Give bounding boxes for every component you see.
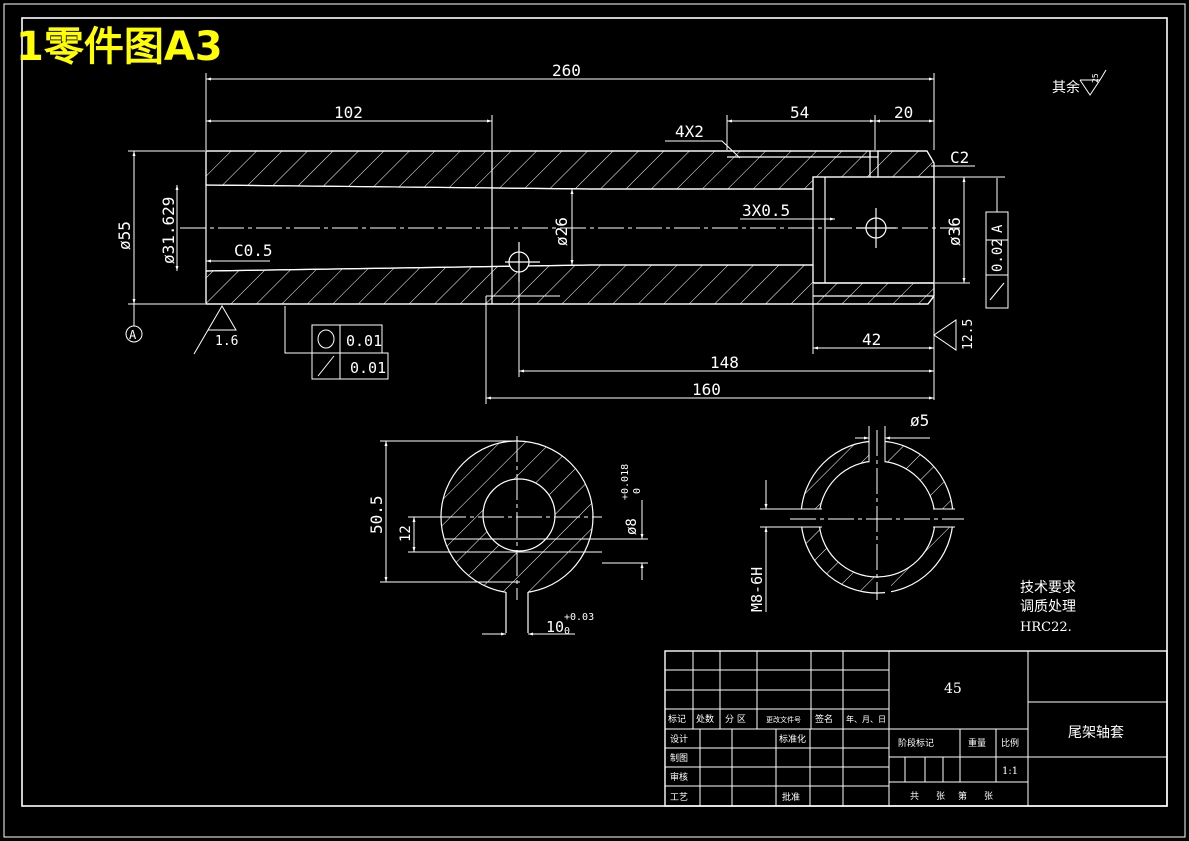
dim-42: 42 bbox=[862, 330, 881, 349]
dim-3x05: 3X0.5 bbox=[742, 201, 790, 220]
dim-10-upper: +0.03 bbox=[564, 612, 594, 623]
title-scale: 1:1 bbox=[1002, 766, 1018, 777]
role-standard: 标准化 bbox=[779, 733, 806, 745]
dim-20: 20 bbox=[894, 103, 913, 122]
dim-4x2: 4X2 bbox=[675, 122, 704, 141]
notes-heading: 技术要求 bbox=[1020, 580, 1076, 596]
label-total: 共 bbox=[910, 791, 919, 802]
label-stage: 阶段标记 bbox=[898, 737, 934, 749]
dim-160: 160 bbox=[692, 380, 721, 399]
main-view-dimensions bbox=[125, 69, 1107, 404]
technical-notes: 技术要求 调质处理 HRC22. bbox=[1020, 580, 1076, 635]
dim-o8: ø8 bbox=[624, 518, 640, 535]
role-process: 工艺 bbox=[670, 792, 688, 803]
label-no: 第 bbox=[958, 790, 967, 802]
title-part-name: 尾架轴套 bbox=[1068, 725, 1124, 741]
dim-c05: C0.5 bbox=[234, 241, 273, 260]
notes-line1: 调质处理 bbox=[1020, 599, 1076, 615]
label-mark: 标记 bbox=[668, 713, 686, 725]
label-count: 处数 bbox=[696, 713, 714, 725]
title-block-text: 45 尾架轴套 1:1 标记 处数 分 区 更改文件号 签名 年、月、日 设计 … bbox=[668, 681, 1124, 803]
main-view-labels: 260 102 54 20 4X2 C2 C0.5 3X0.5 42 148 1… bbox=[115, 61, 1100, 399]
dim-o26: ø26 bbox=[552, 217, 571, 246]
dim-102: 102 bbox=[334, 103, 363, 122]
dim-m8: M8-6H bbox=[748, 567, 766, 612]
label-doc: 更改文件号 bbox=[766, 715, 801, 724]
dim-12: 12 bbox=[398, 525, 414, 542]
dim-c2: C2 bbox=[950, 148, 969, 167]
label-sheets-2: 张 bbox=[984, 791, 993, 802]
roughness-rest-value: 25 bbox=[1091, 73, 1100, 83]
datum-a: A bbox=[129, 328, 137, 342]
roughness-rest-label: 其余 bbox=[1052, 79, 1080, 96]
label-date: 年、月、日 bbox=[846, 714, 886, 724]
dim-54: 54 bbox=[790, 103, 809, 122]
roughness-1-6: 1.6 bbox=[215, 334, 238, 349]
section-view-right bbox=[760, 426, 964, 612]
title-material: 45 bbox=[944, 681, 962, 697]
runout-value: 0.01 bbox=[350, 359, 386, 377]
dim-o55: ø55 bbox=[115, 221, 134, 250]
sheet-title: 1零件图A3 bbox=[16, 24, 223, 70]
role-draw: 制图 bbox=[670, 752, 688, 764]
section-view-left bbox=[380, 436, 648, 636]
label-sheets-1: 张 bbox=[936, 791, 945, 802]
dim-10: 10 bbox=[546, 618, 564, 636]
notes-line2: HRC22. bbox=[1020, 620, 1072, 635]
section-right-labels: ø5 M8-6H bbox=[748, 411, 929, 612]
right-runout-datum: A bbox=[990, 224, 1006, 233]
role-design: 设计 bbox=[670, 733, 688, 745]
role-approve: 批准 bbox=[782, 791, 800, 803]
dim-o8-lower: 0 bbox=[632, 488, 643, 494]
dim-o31629: ø31.629 bbox=[159, 197, 178, 264]
label-zone: 分 区 bbox=[725, 714, 746, 725]
section-left-labels: 50.5 12 ø8 +0.018 0 10 +0.03 0 bbox=[367, 464, 643, 637]
title-block bbox=[664, 650, 1168, 807]
dim-o5: ø5 bbox=[910, 411, 929, 430]
dim-148: 148 bbox=[710, 353, 739, 372]
label-sign: 签名 bbox=[815, 713, 833, 725]
role-review: 审核 bbox=[670, 771, 688, 783]
sheet-border bbox=[3, 3, 1186, 838]
dim-260: 260 bbox=[552, 61, 581, 80]
dim-50-5: 50.5 bbox=[367, 495, 386, 534]
roundness-value: 0.01 bbox=[346, 332, 382, 350]
dim-10-lower: 0 bbox=[564, 626, 570, 637]
dim-o8-upper: +0.018 bbox=[620, 464, 631, 500]
right-runout-value: 0.02 bbox=[990, 238, 1006, 272]
label-ratio: 比例 bbox=[1001, 737, 1019, 749]
roughness-12-5: 12.5 bbox=[961, 319, 976, 350]
label-weight: 重量 bbox=[968, 737, 986, 749]
dim-o36: ø36 bbox=[945, 217, 964, 246]
main-section-view bbox=[180, 150, 960, 305]
